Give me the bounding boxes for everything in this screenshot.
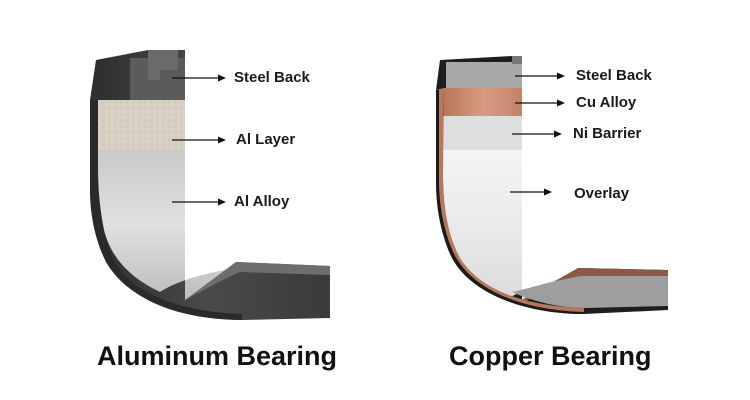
arrow-al-alloy <box>172 198 226 206</box>
aluminum-al-alloy-surface <box>98 150 236 300</box>
copper-overlay-surface <box>443 150 578 300</box>
copper-bottom-face <box>512 276 668 308</box>
label-steel-back-aluminum: Steel Back <box>234 69 310 86</box>
copper-ni-barrier-band <box>443 116 522 150</box>
aluminum-bearing-illustration <box>90 50 330 320</box>
caption-aluminum-bearing: Aluminum Bearing <box>97 341 338 371</box>
copper-cu-alloy-band <box>444 88 522 116</box>
aluminum-bottom-lip <box>182 262 330 302</box>
caption-copper-bearing: Copper Bearing <box>449 341 652 371</box>
label-steel-back-copper: Steel Back <box>576 67 652 84</box>
arrow-overlay <box>510 188 552 196</box>
copper-bearing-illustration <box>436 56 668 314</box>
arrow-al-layer <box>172 136 226 144</box>
copper-steel-back-band <box>446 62 522 88</box>
label-ni-barrier: Ni Barrier <box>573 125 642 142</box>
arrow-cu-alloy <box>515 99 565 107</box>
label-overlay: Overlay <box>574 185 630 202</box>
copper-locating-tab <box>512 56 522 64</box>
aluminum-locating-tab <box>148 50 178 80</box>
arrow-steel-back-aluminum <box>172 74 226 82</box>
copper-pointer-arrows <box>510 72 565 196</box>
label-cu-alloy: Cu Alloy <box>576 94 637 111</box>
label-al-layer: Al Layer <box>236 131 296 148</box>
arrow-steel-back-copper <box>515 72 565 80</box>
arrow-ni-barrier <box>512 130 562 138</box>
label-al-alloy: Al Alloy <box>234 193 290 210</box>
aluminum-pointer-arrows <box>172 74 226 206</box>
aluminum-al-layer-band <box>98 100 185 150</box>
